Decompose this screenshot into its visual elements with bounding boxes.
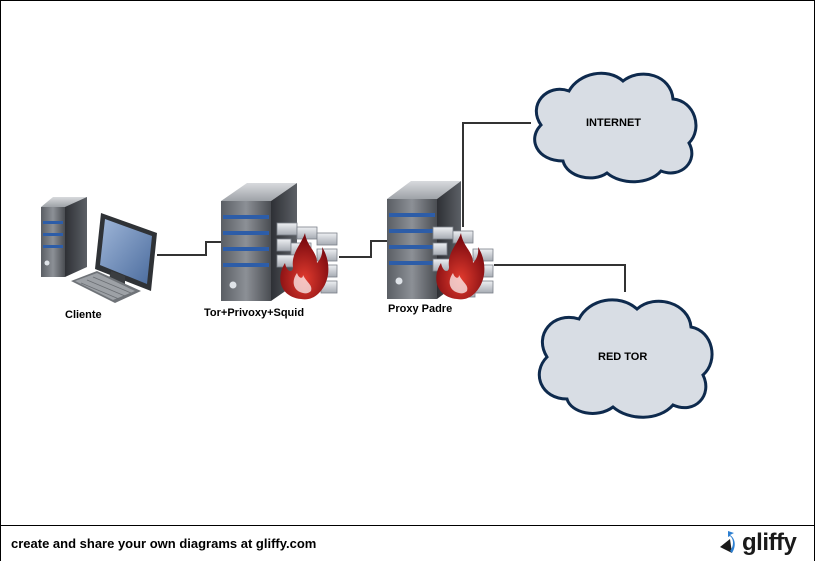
node-label-red-tor: RED TOR [598, 351, 648, 363]
gliffy-logo[interactable]: gliffy [718, 529, 804, 559]
node-label-tor-privoxy-squid: Tor+Privoxy+Squid [204, 307, 305, 319]
footer-promo-link[interactable]: create and share your own diagrams at gl… [11, 536, 317, 551]
connection-lines [157, 122, 626, 292]
gliffy-wordmark: gliffy [742, 529, 797, 556]
gliffy-logo-icon [720, 531, 735, 553]
node-label-cliente: Cliente [65, 309, 102, 321]
edge-proxy-internet [462, 122, 531, 227]
server-firewall-icon [387, 181, 494, 300]
cloud-icon [533, 71, 698, 184]
footer-bar: create and share your own diagrams at gl… [1, 525, 814, 561]
edge-proxy-redtor [494, 264, 626, 292]
desktop-computer-icon [41, 197, 157, 303]
server-firewall-icon [221, 183, 338, 301]
edge-cliente-tor [157, 241, 221, 256]
cloud-icon [537, 298, 714, 419]
edge-tor-proxy [339, 240, 387, 258]
node-label-proxy-padre: Proxy Padre [388, 303, 453, 315]
diagram-canvas [41, 71, 714, 419]
node-label-internet: INTERNET [586, 117, 641, 129]
